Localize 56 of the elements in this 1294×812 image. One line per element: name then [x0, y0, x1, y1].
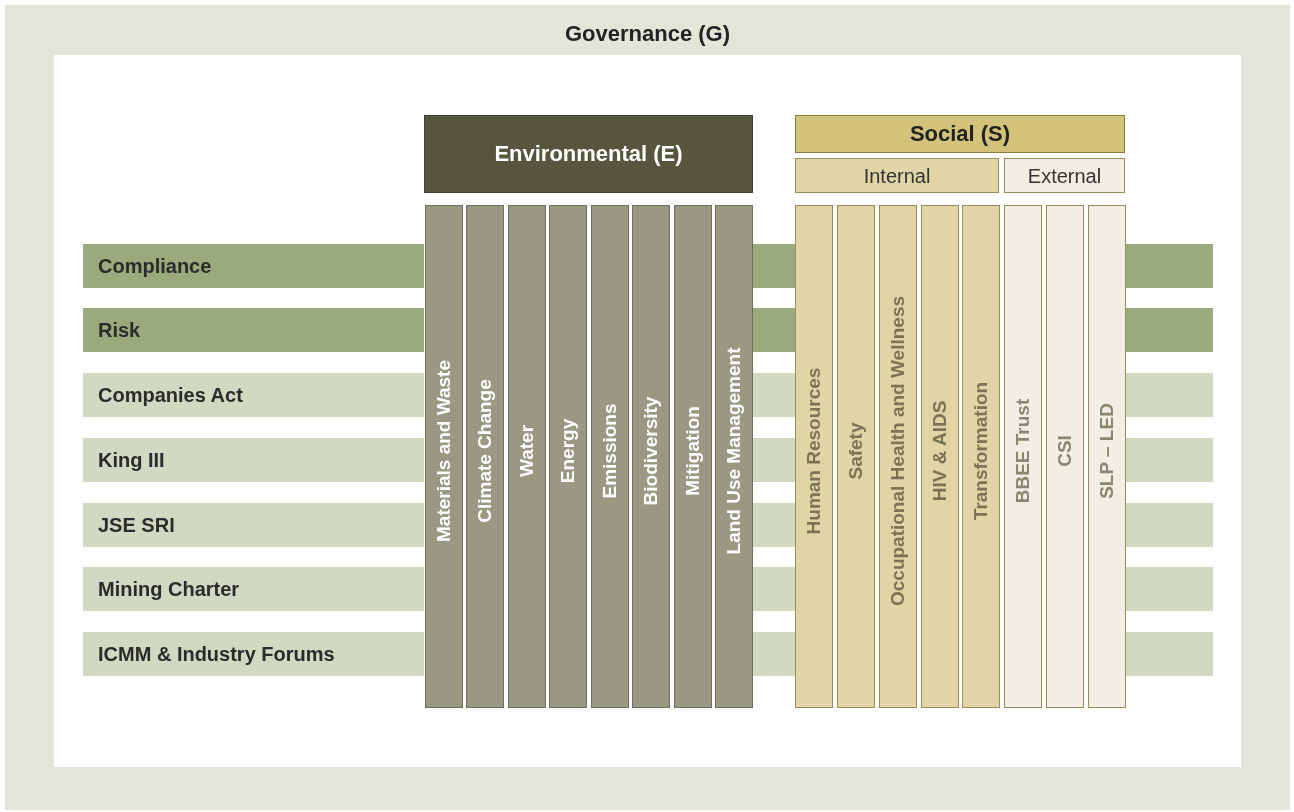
column-bar	[1088, 205, 1126, 708]
header-label: Internal	[862, 164, 932, 187]
column-bar	[632, 205, 670, 708]
row-band	[83, 244, 424, 288]
column-label: Climate Change	[474, 379, 496, 523]
column-label: Occupational Health and Wellness	[887, 295, 909, 607]
column-label: SLP – LED	[1096, 403, 1118, 499]
row-label: JSE SRI	[98, 513, 175, 537]
column-label: Safety	[845, 422, 867, 480]
column-bar	[837, 205, 875, 708]
column-label: BBEE Trust	[1012, 398, 1034, 504]
row-label: Risk	[98, 318, 141, 342]
column-label: Water	[516, 424, 538, 478]
column-bar	[1046, 205, 1084, 708]
column-label: Biodiversity	[640, 396, 662, 506]
column-label: HIV & AIDS	[929, 400, 951, 502]
row-band	[83, 632, 424, 676]
governance-frame	[5, 5, 1290, 810]
row-band	[83, 373, 424, 417]
column-label: Transformation	[970, 381, 992, 521]
header-label: External	[1026, 164, 1103, 187]
row-label: Companies Act	[98, 383, 243, 407]
column-label: Energy	[557, 418, 579, 484]
subheader-box	[795, 158, 999, 193]
column-bar	[715, 205, 753, 708]
frame-title: Governance (G)	[563, 21, 731, 47]
row-band	[83, 567, 424, 611]
column-bar	[1004, 205, 1042, 708]
row-band	[83, 503, 424, 547]
column-label: Land Use Management	[723, 347, 745, 555]
column-label: Materials and Waste	[433, 360, 455, 542]
header-label: Environmental (E)	[493, 141, 684, 167]
row-label: Mining Charter	[98, 577, 240, 601]
column-bar	[549, 205, 587, 708]
column-bar	[879, 205, 917, 708]
row-label: King III	[98, 448, 165, 472]
row-band	[83, 438, 424, 482]
subheader-box	[1004, 158, 1125, 193]
header-box	[795, 115, 1125, 153]
column-label: Human Resources	[803, 367, 825, 535]
column-bar	[795, 205, 833, 708]
column-label: Mitigation	[682, 406, 704, 496]
column-bar	[508, 205, 546, 708]
header-label: Social (S)	[908, 121, 1012, 147]
column-bar	[425, 205, 463, 708]
column-label: CSI	[1054, 435, 1076, 467]
row-label: Compliance	[98, 254, 212, 278]
column-bar	[962, 205, 1000, 708]
column-bar	[674, 205, 712, 708]
column-bar	[466, 205, 504, 708]
column-bar	[591, 205, 629, 708]
column-bar	[921, 205, 959, 708]
row-label: ICMM & Industry Forums	[98, 642, 335, 666]
header-box	[424, 115, 753, 193]
row-band	[83, 308, 424, 352]
column-label: Emissions	[599, 403, 621, 499]
